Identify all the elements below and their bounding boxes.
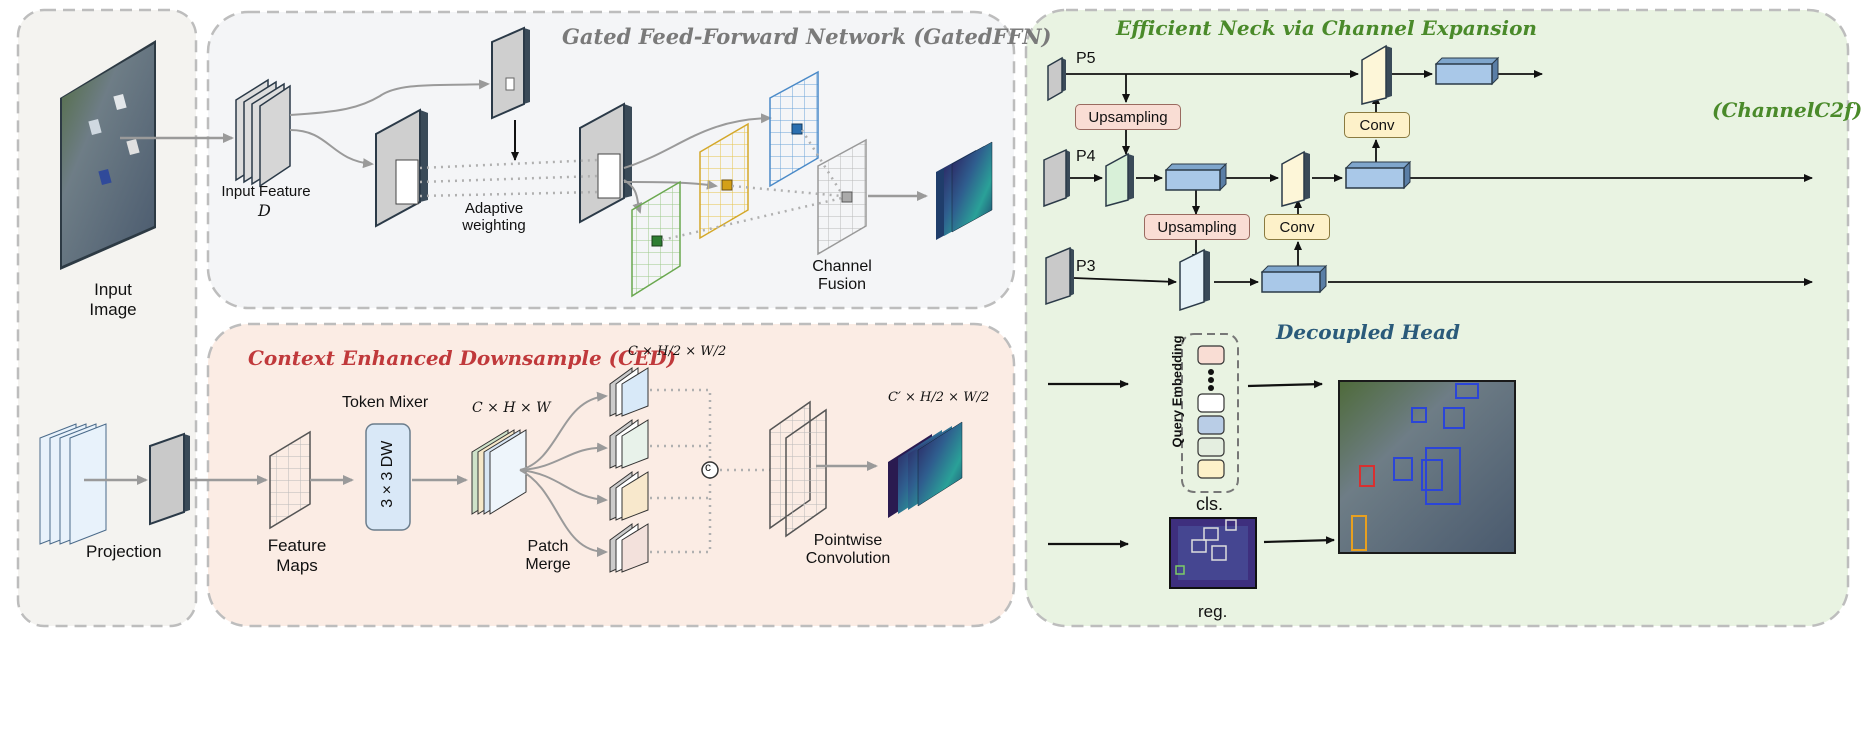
fusion-dotted-lines [661, 129, 844, 242]
detection-result-image [1338, 380, 1516, 554]
feature-to-gate-path [289, 79, 490, 116]
neck-cat-block-mid [1281, 150, 1310, 207]
chw-label: C × H × W [472, 400, 551, 416]
query-token-2 [1197, 393, 1225, 413]
token-mixer-label: Token Mixer [342, 394, 429, 411]
query-ellipsis-dot-2 [1208, 377, 1214, 383]
ffn-output-heatmap [936, 141, 993, 240]
input-image [60, 40, 156, 270]
projection-label: Projection [86, 542, 162, 561]
adaptive-weighting-label: Adaptive weighting [462, 200, 526, 235]
query-token-1 [1197, 345, 1225, 365]
to-blue-map-path [623, 113, 772, 169]
reg-label: reg. [1198, 602, 1228, 621]
query-embedding-label: Query Embedding [1169, 335, 1185, 448]
head-cls-output-arrow [1247, 380, 1323, 389]
input-image-label: Input Image [89, 280, 137, 319]
ced-title: Context Enhanced Downsample (CED) [248, 346, 677, 370]
pointwise-conv-label: Pointwise Convolution [805, 532, 891, 568]
query-embedding-frame [1181, 333, 1239, 493]
patch-stack-2 [609, 419, 649, 469]
reg-heatmap [1169, 517, 1257, 589]
adaptive-weighting-lines [419, 158, 599, 198]
input-feature-stack [235, 78, 291, 188]
p5-label: P5 [1076, 50, 1096, 67]
feature-maps-label: Feature Maps [267, 536, 327, 575]
neck-blue-block-1 [1164, 162, 1228, 192]
patch-stack-1 [609, 367, 649, 417]
patch-stack-4 [609, 523, 649, 573]
query-token-3 [1197, 415, 1225, 435]
concat-symbol: c [705, 460, 711, 474]
neck-cat-block-top [1361, 44, 1392, 105]
dw-conv-box [365, 423, 411, 531]
green-map [631, 180, 681, 298]
neck-title: Efficient Neck via Channel Expansion [1116, 16, 1537, 40]
head-reg-output-arrow [1263, 536, 1335, 545]
out-dims-label: C′ × H/2 × W/2 [888, 390, 990, 405]
neck-blue-block-4 [1434, 56, 1500, 86]
upsampling-box-top: Upsampling [1075, 104, 1181, 130]
query-ellipsis-dot-1 [1208, 369, 1214, 375]
patch-merge-paths [519, 391, 608, 557]
projection-input-stack [39, 423, 107, 545]
feature-to-conv-path [289, 129, 374, 169]
projection-block [149, 432, 190, 526]
pointwise-conv-grids [769, 400, 827, 538]
conv-block-right [579, 102, 632, 224]
neck-connections [1066, 70, 1813, 286]
cls-label: cls. [1196, 494, 1223, 514]
decoupled-head-title: Decoupled Head [1276, 320, 1460, 344]
conv-block-left [375, 108, 428, 228]
conv-box-bottom: Conv [1264, 214, 1330, 240]
query-token-5 [1197, 459, 1225, 479]
ced-panel [206, 322, 1016, 628]
gated-ffn-title: Gated Feed-Forward Network (GatedFFN) [562, 24, 1052, 49]
p4-label: P4 [1076, 148, 1096, 165]
half-dims-label: C × H/2 × W/2 [628, 344, 727, 359]
yellow-map [699, 122, 749, 240]
query-token-4 [1197, 437, 1225, 457]
channel-fusion-label: Channel Fusion [812, 258, 872, 294]
input-feature-label: Input Feature [221, 183, 311, 200]
p4-block [1043, 148, 1070, 208]
neck-cat-block-p4 [1105, 152, 1134, 207]
channel-fusion-map [817, 138, 867, 256]
concat-circle [701, 461, 719, 479]
neck-cat-block-p3 [1179, 248, 1210, 312]
channel-c2f-label: (ChannelC2f) [1712, 98, 1862, 122]
ced-output-heatmap [888, 421, 963, 518]
neck-head-panel [1024, 8, 1850, 628]
neck-blue-block-3 [1344, 160, 1412, 190]
neck-blue-block-2 [1260, 264, 1328, 294]
p3-block [1045, 246, 1074, 306]
upsampling-box-bottom: Upsampling [1144, 214, 1250, 240]
chw-stack [471, 429, 527, 515]
dw-conv-label: 3 × 3 DW [378, 440, 396, 508]
blue-map [769, 70, 819, 188]
p3-label: P3 [1076, 258, 1096, 275]
p5-block [1047, 56, 1066, 102]
input-feature-symbol: D [258, 201, 271, 220]
query-ellipsis-dot-3 [1208, 385, 1214, 391]
gate-block [491, 26, 530, 120]
patch-stack-3 [609, 471, 649, 521]
conv-box-top: Conv [1344, 112, 1410, 138]
patch-merge-label: Patch Merge [525, 538, 571, 574]
feature-maps-grid [269, 430, 311, 530]
